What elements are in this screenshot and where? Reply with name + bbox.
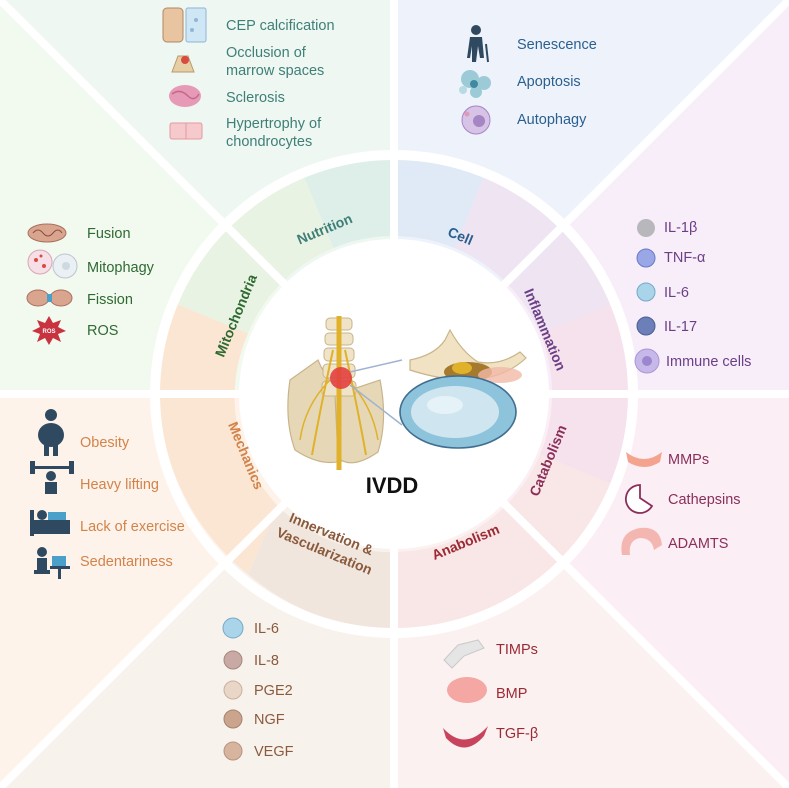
il-8-icon bbox=[223, 650, 243, 670]
lack-of-exercise-icon bbox=[30, 510, 70, 536]
ring-outer-border bbox=[150, 150, 638, 638]
mechanics-item-obesity: Obesity bbox=[80, 435, 130, 451]
sector-anabolism bbox=[394, 454, 614, 632]
mmps-icon bbox=[626, 452, 662, 467]
mechanics-item-heavy-lifting: Heavy lifting bbox=[80, 477, 159, 493]
innervation-item-il-6: IL-6 bbox=[254, 621, 279, 637]
mechanics-item-sedentariness: Sedentariness bbox=[80, 554, 173, 570]
il-17-icon bbox=[636, 316, 656, 336]
ros-icon: ROS bbox=[32, 316, 66, 345]
il-6-innervation-icon bbox=[222, 617, 244, 639]
tgf-beta-icon bbox=[443, 726, 488, 748]
senescence-icon bbox=[467, 25, 489, 63]
autophagy-icon bbox=[461, 105, 491, 135]
center-circle bbox=[239, 239, 549, 549]
nutrition-item-sclerosis: Sclerosis bbox=[226, 90, 285, 106]
chondrocyte-hypertrophy-icon bbox=[169, 122, 203, 140]
innervation-item-ngf: NGF bbox=[254, 712, 285, 728]
mitochondria-item-mitophagy: Mitophagy bbox=[87, 260, 154, 276]
inflammation-item-il-6: IL-6 bbox=[664, 285, 689, 301]
apoptosis-icon bbox=[459, 70, 491, 98]
bmp-icon bbox=[447, 677, 487, 703]
fusion-icon bbox=[27, 223, 67, 243]
nutrition-item-hypertrophy-line2: chondrocytes bbox=[226, 134, 313, 150]
catabolism-item-adamts: ADAMTS bbox=[668, 536, 729, 552]
il-6-inflammation-icon bbox=[636, 282, 656, 302]
cell-item-senescence: Senescence bbox=[517, 37, 597, 53]
nutrition-item-occlusion-line1: Occlusion of bbox=[226, 45, 306, 61]
mitochondria-item-fission: Fission bbox=[87, 292, 133, 308]
vegf-icon bbox=[223, 741, 243, 761]
innervation-item-pge2: PGE2 bbox=[254, 683, 293, 699]
sector-innervation bbox=[248, 505, 394, 631]
sedentariness-icon bbox=[34, 547, 70, 579]
cell-item-autophagy: Autophagy bbox=[517, 112, 587, 128]
timps-icon bbox=[443, 639, 485, 669]
catabolism-item-mmps: MMPs bbox=[668, 452, 710, 468]
heavy-lifting-icon bbox=[30, 461, 74, 494]
inflammation-item-tnf-alpha: TNF-α bbox=[664, 250, 706, 266]
nutrition-item-hypertrophy-line1: Hypertrophy of bbox=[226, 116, 322, 132]
catabolism-item-cathepsins: Cathepsins bbox=[668, 492, 741, 508]
cell-item-apoptosis: Apoptosis bbox=[517, 74, 581, 90]
adamts-icon bbox=[621, 527, 662, 555]
mechanics-item-lack-of-exercise: Lack of exercise bbox=[80, 519, 185, 535]
cep-calcification-icon bbox=[162, 7, 207, 43]
anabolism-item-timps: TIMPs bbox=[496, 642, 538, 658]
ring-sectors bbox=[158, 156, 632, 632]
anabolism-item-bmp: BMP bbox=[496, 686, 528, 702]
nutrition-item-occlusion-line2: marrow spaces bbox=[226, 63, 325, 79]
il-1beta-icon bbox=[637, 219, 655, 237]
svg-text:ROS: ROS bbox=[42, 329, 55, 335]
inflammation-item-il-1beta: IL-1β bbox=[664, 220, 698, 236]
center-title: IVDD bbox=[366, 473, 419, 498]
innervation-item-vegf: VEGF bbox=[254, 744, 294, 760]
innervation-item-il-8: IL-8 bbox=[254, 653, 279, 669]
inflammation-item-il-17: IL-17 bbox=[664, 319, 698, 335]
ngf-icon bbox=[223, 709, 243, 729]
sector-mechanics bbox=[158, 303, 278, 575]
lesion-marker bbox=[330, 367, 352, 389]
mitochondria-item-fusion: Fusion bbox=[87, 226, 131, 242]
spine-illustration bbox=[287, 316, 403, 470]
vertebra-illustration bbox=[399, 328, 527, 449]
fission-icon bbox=[26, 289, 73, 307]
inflammation-item-immune-cells: Immune cells bbox=[666, 354, 752, 370]
marrow-occlusion-icon bbox=[171, 55, 195, 73]
immune-cells-icon bbox=[634, 348, 660, 374]
tnf-alpha-icon bbox=[636, 248, 656, 268]
sclerosis-icon bbox=[169, 85, 201, 107]
sector-nutrition bbox=[303, 156, 394, 248]
pge2-icon bbox=[223, 680, 243, 700]
anabolism-item-tgf-beta: TGF-β bbox=[496, 726, 539, 742]
nutrition-item-cep-calcification: CEP calcification bbox=[226, 18, 335, 34]
obesity-icon bbox=[38, 409, 64, 456]
mitochondria-item-ros: ROS bbox=[87, 323, 119, 339]
cathepsins-icon bbox=[624, 484, 654, 514]
sector-cell bbox=[394, 156, 485, 248]
mitophagy-icon bbox=[27, 249, 78, 279]
